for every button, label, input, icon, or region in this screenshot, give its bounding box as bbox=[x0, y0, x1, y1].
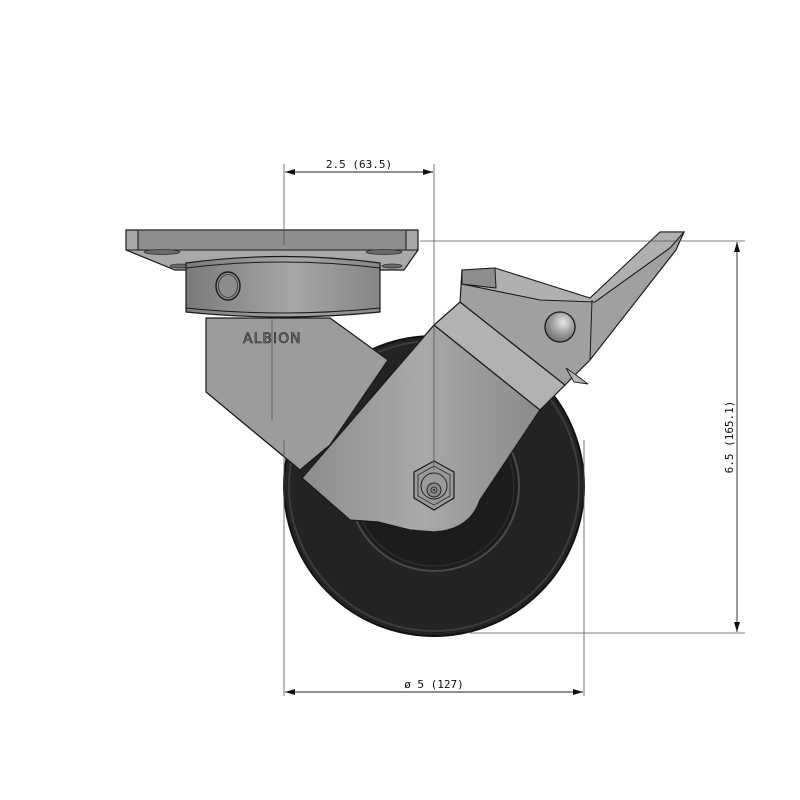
dimension-offset-label: 2.5 (63.5) bbox=[326, 158, 392, 171]
bolt-hole-icon bbox=[381, 263, 403, 269]
dimension-wheel-diameter: ø 5 (127) bbox=[285, 678, 583, 695]
fork-leg-front bbox=[301, 301, 566, 533]
dimension-wheel-diameter-label: ø 5 (127) bbox=[404, 678, 464, 691]
bolt-hole-icon bbox=[143, 249, 181, 255]
brake-pivot-icon bbox=[544, 311, 576, 343]
dimension-offset: 2.5 (63.5) bbox=[285, 158, 433, 175]
bolt-hole-icon bbox=[365, 249, 403, 255]
reference-lines bbox=[271, 164, 745, 696]
brake-tab-icon bbox=[565, 367, 589, 385]
swivel-raceway bbox=[185, 255, 381, 318]
kingpin-rivet-icon bbox=[215, 271, 241, 301]
brake-assembly bbox=[459, 231, 686, 386]
dimension-height: 6.5 (165.1) bbox=[723, 242, 740, 632]
axle-nut bbox=[413, 460, 455, 511]
dimension-height-label: 6.5 (165.1) bbox=[723, 401, 736, 474]
